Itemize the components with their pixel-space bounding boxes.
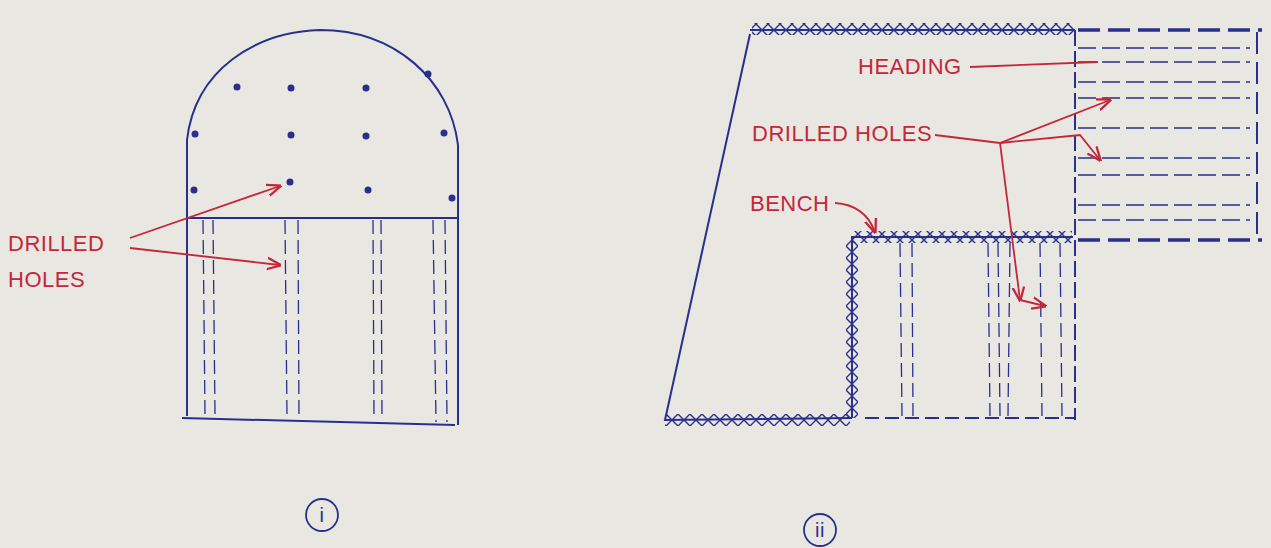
heading-line	[187, 217, 458, 219]
heading-holes	[1078, 48, 1250, 220]
hole-dots	[191, 71, 456, 202]
longitudinal-section	[665, 23, 1262, 546]
figure-number: i	[302, 503, 342, 527]
bench-holes	[900, 243, 1062, 416]
leader-arrows	[130, 62, 1110, 306]
tunnel-floor	[182, 418, 455, 425]
figure-number: ii	[800, 518, 840, 542]
callout-label: DRILLED HOLES	[8, 226, 123, 298]
bench-holes	[203, 220, 447, 422]
callout-label: HEADING	[858, 49, 962, 85]
callout-label: DRILLED HOLES	[752, 116, 932, 152]
tunnel-outline	[187, 30, 458, 425]
callout-label: BENCH	[750, 186, 830, 222]
cross-section	[182, 30, 458, 425]
heading-outline	[1078, 30, 1262, 240]
